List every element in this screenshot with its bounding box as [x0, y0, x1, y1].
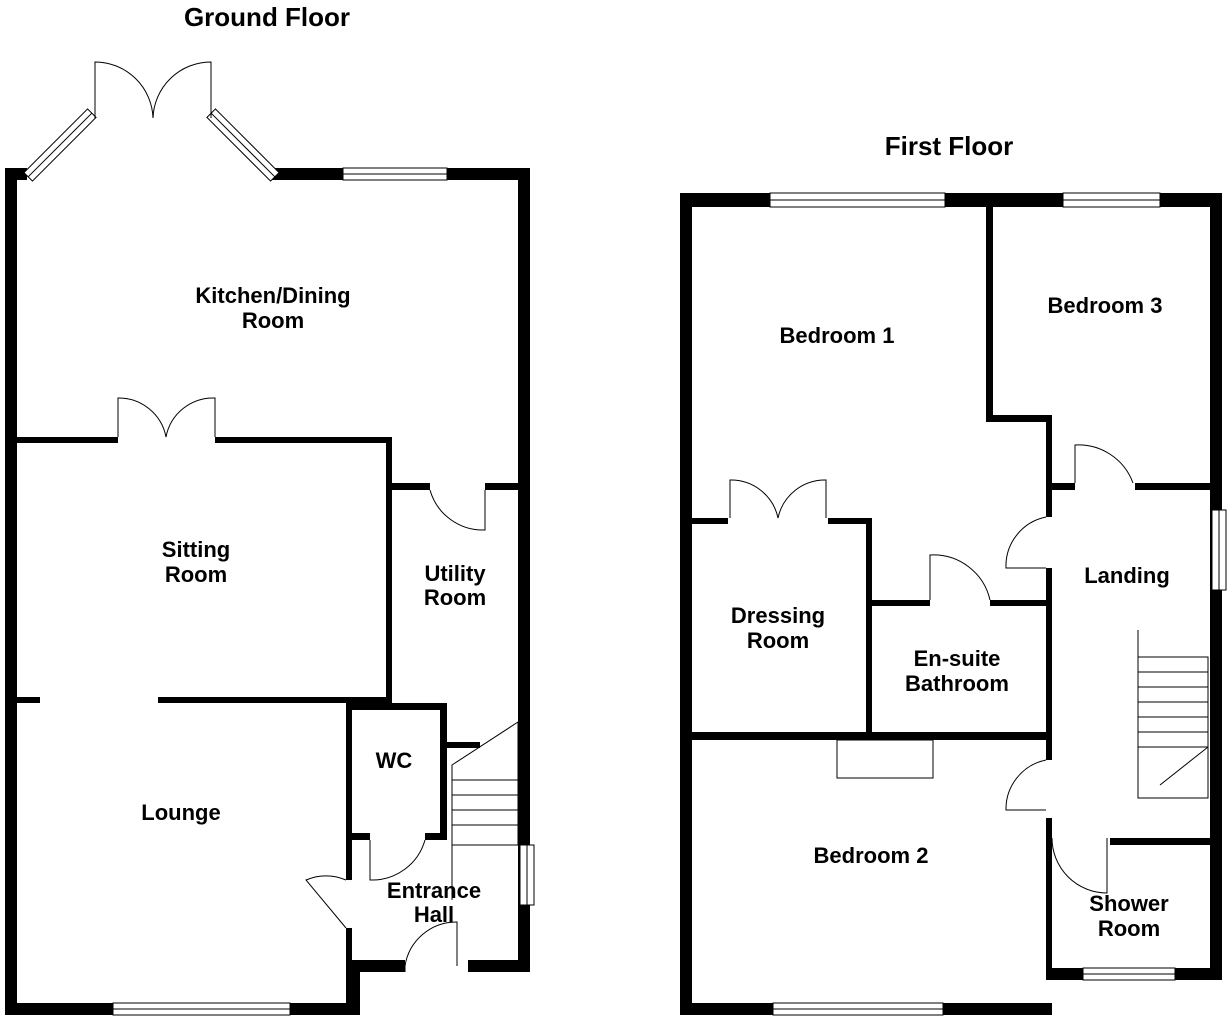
room-label-entrance-hall-2: Hall — [414, 902, 454, 927]
room-label-kitchen-dining: Kitchen/Dining — [195, 283, 350, 308]
wall — [352, 833, 370, 840]
wall — [828, 518, 872, 524]
wall — [5, 168, 17, 1015]
wall — [346, 840, 352, 880]
room-label-wc: WC — [376, 748, 413, 773]
room-label-bedroom3: Bedroom 3 — [1048, 293, 1163, 318]
chimney-breast — [836, 739, 934, 779]
wall — [447, 742, 480, 748]
wall — [17, 437, 118, 443]
room-label-sitting: Sitting — [162, 537, 230, 562]
room-label-dressing: Dressing — [731, 603, 825, 628]
wall — [386, 437, 392, 703]
room-label-bedroom1: Bedroom 1 — [780, 323, 895, 348]
room-label-dressing-2: Room — [747, 628, 809, 653]
staircase — [1137, 630, 1209, 799]
first-floor: First Floor — [680, 131, 1227, 1016]
wall — [1046, 818, 1052, 980]
wall — [348, 960, 405, 972]
room-label-bedroom2: Bedroom 2 — [814, 843, 929, 868]
staircase — [451, 721, 519, 900]
wall — [5, 168, 27, 180]
room-label-lounge: Lounge — [141, 800, 220, 825]
wall — [1052, 483, 1075, 490]
wall — [872, 600, 930, 606]
wall — [346, 928, 352, 1015]
wall — [990, 600, 1052, 606]
utility-door — [429, 489, 486, 531]
wall — [425, 833, 447, 840]
wall — [17, 697, 40, 703]
wall — [392, 483, 430, 490]
ground-floor-title: Ground Floor — [184, 2, 350, 32]
room-label-ensuite: En-suite — [914, 646, 1001, 671]
bay-window-left — [23, 108, 97, 182]
room-label-ensuite-2: Bathroom — [905, 671, 1009, 696]
sitting-room-door — [117, 397, 216, 438]
wall — [346, 703, 352, 840]
wall — [1046, 415, 1052, 517]
first-floor-title: First Floor — [885, 131, 1014, 161]
wall — [986, 207, 993, 422]
ground-floor: Ground Floor — [5, 2, 535, 1016]
wall — [518, 168, 530, 972]
shower-room-door — [1051, 837, 1108, 894]
wall — [485, 483, 518, 490]
front-door — [404, 921, 458, 972]
room-label-utility: Utility — [424, 561, 486, 586]
french-door — [152, 61, 212, 119]
room-label-shower: Shower — [1089, 891, 1169, 916]
wall — [866, 518, 872, 740]
wall — [1135, 483, 1210, 490]
wall — [680, 193, 692, 1015]
wall — [692, 732, 1052, 740]
wall — [440, 703, 447, 840]
room-label-shower-2: Room — [1098, 916, 1160, 941]
room-label-utility-2: Room — [424, 585, 486, 610]
wall — [215, 437, 392, 443]
room-label-entrance-hall: Entrance — [387, 878, 481, 903]
wall — [468, 960, 530, 972]
wall — [1046, 568, 1052, 760]
wall — [1110, 838, 1210, 845]
lounge-door — [305, 875, 347, 929]
bedroom3-door — [1074, 444, 1134, 484]
bedroom2-door — [1005, 759, 1047, 811]
dressing-room-door — [729, 479, 827, 519]
room-label-kitchen-dining-2: Room — [242, 308, 304, 333]
wc-door — [369, 839, 426, 881]
wall — [692, 518, 728, 524]
room-label-sitting-2: Room — [165, 562, 227, 587]
room-label-landing: Landing — [1084, 563, 1170, 588]
bay-window-right — [206, 108, 280, 182]
wall — [986, 415, 1052, 422]
french-door — [94, 61, 154, 119]
wall — [158, 697, 392, 703]
bedroom1-door — [1005, 516, 1047, 569]
ensuite-door — [929, 554, 991, 601]
wall — [346, 703, 447, 710]
